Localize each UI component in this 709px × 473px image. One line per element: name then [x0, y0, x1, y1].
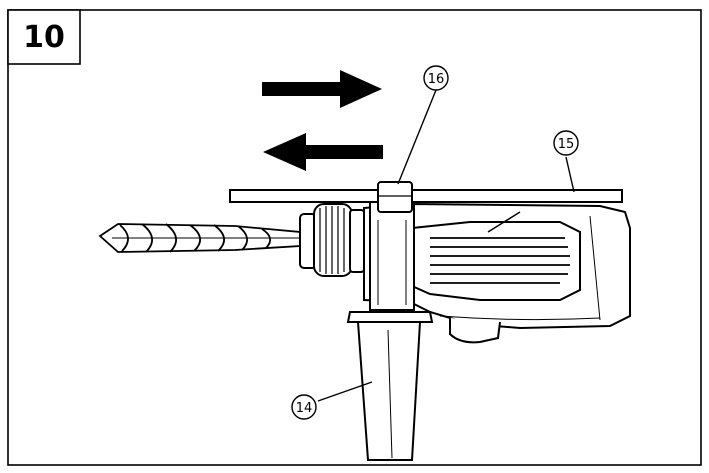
depth-gauge-rod — [229, 189, 623, 203]
callout-leaders — [317, 89, 575, 402]
callout-14: 14 — [291, 394, 317, 420]
arrow-backward-icon — [263, 133, 383, 171]
figure-frame — [7, 9, 702, 466]
figure-number-box — [7, 9, 81, 65]
figure-number: 10 — [23, 19, 65, 55]
handle-collar — [369, 201, 415, 311]
callout-label: 14 — [296, 401, 313, 416]
callout-label: 16 — [428, 72, 445, 87]
drill-chuck — [299, 203, 365, 277]
drill-bit — [98, 223, 301, 253]
callout-15: 15 — [553, 130, 579, 156]
depth-gauge-clamp — [377, 181, 413, 213]
vent-slots — [430, 237, 570, 284]
side-handle — [346, 311, 434, 461]
callout-16: 16 — [423, 65, 449, 91]
callout-label: 15 — [558, 137, 575, 152]
arrow-forward-icon — [262, 70, 382, 108]
drill-body — [363, 202, 631, 344]
